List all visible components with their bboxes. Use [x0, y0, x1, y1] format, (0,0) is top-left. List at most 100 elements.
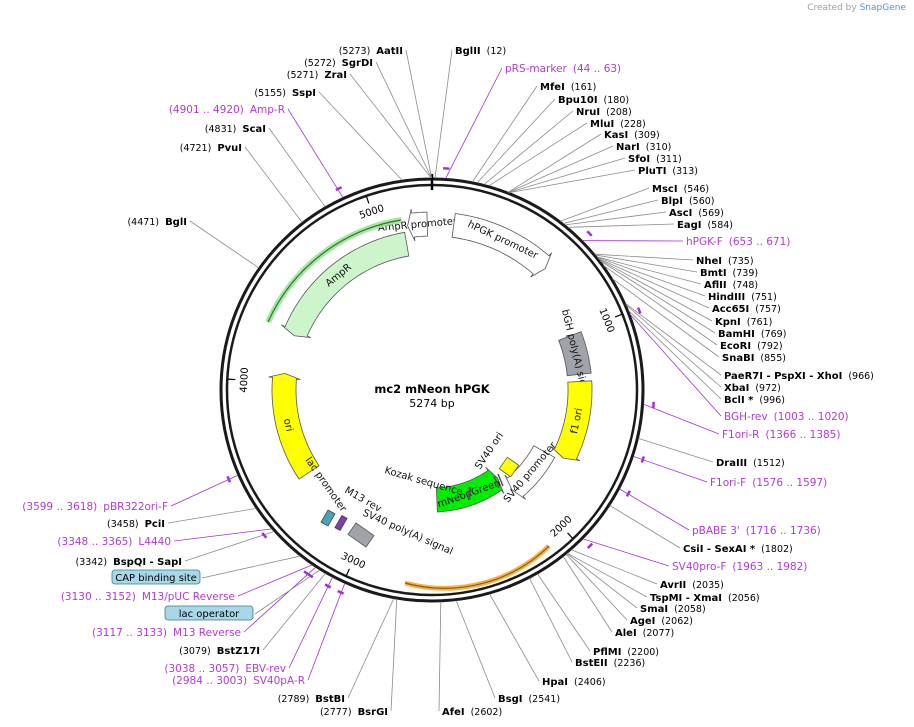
enzyme-label[interactable]: Acc65I(757)	[712, 304, 781, 315]
enzyme-label[interactable]: BglII(12)	[455, 46, 506, 57]
enzyme-label[interactable]: AleI(2077)	[615, 628, 674, 639]
enzyme-name: AflII	[704, 280, 727, 291]
enzyme-label[interactable]: BamHI(769)	[718, 329, 786, 340]
tick-mark	[365, 195, 370, 204]
enzyme-position: (966)	[848, 371, 874, 382]
feature-ori[interactable]	[268, 372, 320, 480]
enzyme-label[interactable]: (2777)BsrGI	[320, 707, 388, 718]
enzyme-label[interactable]: MluI(228)	[590, 119, 646, 130]
primer-label[interactable]: (3599 .. 3618)pBR322ori-F	[22, 501, 168, 513]
primer-label[interactable]: F1ori-R(1366 .. 1385)	[722, 429, 840, 441]
enzyme-label[interactable]: PluTI(313)	[638, 166, 698, 177]
enzyme-label[interactable]: Bpu10I(180)	[558, 95, 629, 106]
primer-name: pBR322ori-F	[103, 501, 168, 513]
m13rev-label: M13 rev	[343, 485, 384, 515]
enzyme-label[interactable]: BmtI(739)	[700, 268, 758, 279]
enzyme-label[interactable]: AflII(748)	[704, 280, 758, 291]
primer-label[interactable]: BGH-rev(1003 .. 1020)	[724, 411, 849, 423]
primer-label[interactable]: (3117 .. 3133)M13 Reverse	[92, 627, 241, 639]
enzyme-label[interactable]: (4831)ScaI	[205, 124, 266, 135]
primer-label[interactable]: (3130 .. 3152)M13/pUC Reverse	[61, 591, 235, 603]
enzyme-name: BspQI - SapI	[113, 557, 182, 568]
enzyme-name: NheI	[696, 256, 722, 267]
enzyme-label[interactable]: BstEII(2236)	[575, 658, 645, 669]
enzyme-leader	[571, 549, 658, 585]
enzyme-label[interactable]: AscI(569)	[669, 208, 724, 219]
enzyme-label[interactable]: BsgI(2541)	[498, 694, 560, 705]
primer-label[interactable]: SV40pro-F(1963 .. 1982)	[672, 561, 807, 573]
enzyme-leader	[483, 110, 574, 185]
enzyme-label[interactable]: EagI(584)	[677, 220, 733, 231]
lac-operator-box[interactable]	[164, 605, 254, 621]
enzyme-label[interactable]: (5271)ZraI	[287, 70, 347, 81]
enzyme-label[interactable]: (3079)BstZ17I	[179, 646, 260, 657]
lac-operator-leader	[254, 569, 321, 615]
primer-site	[226, 475, 232, 483]
sv40-ori-box	[498, 456, 520, 478]
enzyme-label[interactable]: NarI(310)	[616, 142, 671, 153]
enzyme-label[interactable]: KasI(309)	[604, 130, 660, 141]
enzyme-label[interactable]: (2789)BstBI	[278, 694, 345, 705]
enzyme-label[interactable]: DraIII(1512)	[716, 458, 785, 469]
feature-sv40-promoter[interactable]	[504, 445, 556, 500]
enzyme-label[interactable]: AvrII(2035)	[660, 580, 724, 591]
enzyme-label[interactable]: AfeI(2602)	[442, 707, 502, 718]
enzyme-label[interactable]: SmaI(2058)	[640, 604, 706, 615]
primer-label[interactable]: hPGK-F(653 .. 671)	[686, 236, 790, 248]
enzyme-label[interactable]: (3458)PciI	[107, 519, 165, 530]
enzyme-leader	[564, 211, 667, 226]
primer-label[interactable]: (3348 .. 3365)L4440	[57, 536, 171, 548]
primer-position: (3130 .. 3152)	[61, 591, 136, 603]
primer-site	[337, 589, 345, 595]
enzyme-label[interactable]: PaeR7I - PspXI - XhoI (966)	[724, 371, 874, 382]
enzyme-label[interactable]: TspMI - XmaI(2056)	[650, 593, 760, 604]
enzyme-label[interactable]: SfoI(311)	[628, 154, 682, 165]
enzyme-label[interactable]: BclI *(996)	[724, 395, 785, 406]
enzyme-label[interactable]: CsiI - SexAI *(1802)	[683, 544, 793, 555]
enzyme-name: PaeR7I - PspXI - XhoI	[724, 371, 842, 382]
enzyme-leader	[438, 601, 442, 712]
enzyme-name: CsiI - SexAI *	[683, 544, 756, 555]
enzyme-label[interactable]: (4721)PvuI	[180, 143, 242, 154]
feature-ampr-promoter[interactable]	[407, 209, 429, 242]
enzyme-label[interactable]: NheI(735)	[696, 256, 754, 267]
primer-label[interactable]: pBABE 3'(1716 .. 1736)	[692, 525, 821, 537]
primer-label[interactable]: pRS-marker(44 .. 63)	[505, 63, 621, 75]
feature-hpgk-promoter[interactable]	[451, 213, 552, 278]
enzyme-label[interactable]: HindIII(751)	[708, 292, 777, 303]
enzyme-label[interactable]: (5272)SgrDI	[304, 58, 373, 69]
enzyme-label[interactable]: HpaI(2406)	[542, 677, 606, 688]
enzyme-label[interactable]: (5273)AatII	[339, 46, 403, 57]
enzyme-label[interactable]: (4471)BglI	[127, 217, 187, 228]
enzyme-label[interactable]: EcoRI(792)	[720, 341, 783, 352]
enzyme-label[interactable]: SnaBI(855)	[722, 353, 786, 364]
enzyme-label[interactable]: PflMI(2200)	[593, 647, 659, 658]
enzyme-name: BstEII	[575, 658, 608, 669]
enzyme-name: AatII	[376, 46, 403, 57]
cap-binding-site-box[interactable]	[111, 569, 201, 585]
primer-label[interactable]: (3038 .. 3057)EBV-rev	[164, 663, 286, 675]
feature-bgh-poly-a-signal[interactable]	[558, 331, 592, 377]
enzyme-label[interactable]: (5155)SspI	[254, 88, 316, 99]
enzyme-label[interactable]: (3342)BspQI - SapI	[76, 557, 183, 568]
enzyme-label[interactable]: MfeI(161)	[540, 82, 596, 93]
enzyme-leader	[476, 98, 556, 184]
primer-label[interactable]: (2984 .. 3003)SV40pA-R	[172, 675, 305, 687]
feature-ampr[interactable]	[281, 231, 410, 338]
feature-f1-ori[interactable]	[550, 380, 593, 461]
enzyme-position: (2056)	[728, 593, 760, 604]
enzyme-leader	[508, 157, 626, 193]
enzyme-label[interactable]: BlpI(560)	[661, 196, 714, 207]
enzyme-label[interactable]: KpnI(761)	[715, 317, 772, 328]
enzyme-label[interactable]: MscI(546)	[652, 184, 709, 195]
enzyme-name: PluTI	[638, 166, 666, 177]
enzyme-label[interactable]: AgeI(2062)	[630, 616, 693, 627]
enzyme-name: PflMI	[593, 647, 621, 658]
primer-name: SV40pA-R	[253, 675, 305, 687]
enzyme-label[interactable]: XbaI(972)	[724, 383, 781, 394]
primer-label[interactable]: F1ori-F(1576 .. 1597)	[710, 477, 827, 489]
primer-label[interactable]: (4901 .. 4920)Amp-R	[169, 104, 285, 116]
enzyme-leader	[537, 573, 591, 652]
enzyme-label[interactable]: NruI(208)	[576, 107, 632, 118]
